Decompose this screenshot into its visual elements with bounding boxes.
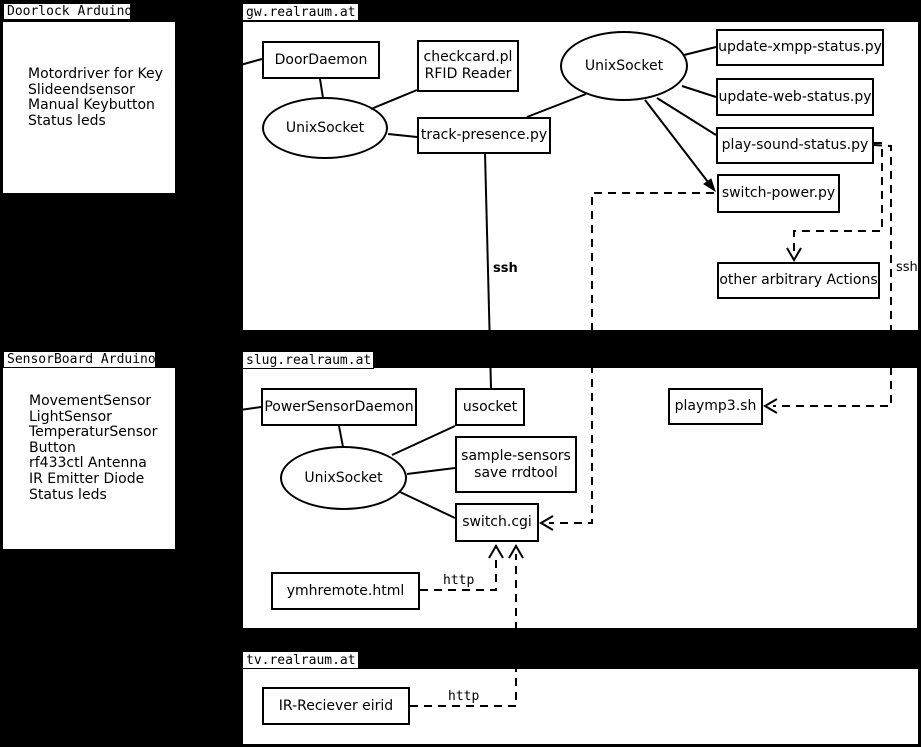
sensorboard-cluster-label: SensorBoard Arduino (3, 351, 156, 368)
node-other-actions: other arbitrary Actions (717, 262, 880, 299)
node-ir-reciever: IR-Reciever eirid (262, 687, 410, 725)
node-unixsocket-gw-right: UnixSocket (560, 31, 688, 101)
sensorboard-panel-text: MovementSensor LightSensor TemperaturSen… (29, 393, 158, 503)
panel-line: Button (29, 439, 76, 456)
node-sample-sensors: sample-sensors save rrdtool (455, 436, 577, 493)
node-playmp3: playmp3.sh (668, 388, 763, 425)
edge-label-http-ir: http (448, 689, 480, 704)
node-ymhremote: ymhremote.html (271, 572, 420, 610)
doorlock-panel-text: Motordriver for Key Slideendsensor Manua… (28, 66, 163, 129)
panel-line: rf433ctl Antenna (29, 455, 147, 472)
tv-cluster-label: tv.realraum.at (242, 651, 359, 669)
sensorboard-panel (3, 368, 175, 549)
edge-label-ssh-main: ssh (493, 261, 518, 276)
node-update-xmpp: update-xmpp-status.py (716, 29, 884, 66)
node-power-sensor-daemon: PowerSensorDaemon (261, 388, 417, 426)
panel-line: Manual Keybutton (28, 97, 155, 114)
panel-line: Slideendsensor (28, 81, 135, 98)
node-switch-power: switch-power.py (717, 174, 840, 213)
edge-label-http-ymh: http (443, 573, 475, 588)
node-track-presence: track-presence.py (417, 117, 551, 154)
node-update-web: update-web-status.py (716, 78, 874, 116)
node-checkcard-line2: RFID Reader (424, 66, 512, 82)
node-unixsocket-gw-left: UnixSocket (262, 97, 388, 159)
panel-line: MovementSensor (29, 393, 152, 409)
panel-line: TemperaturSensor (29, 424, 158, 441)
node-usocket: usocket (455, 388, 525, 426)
panel-line: Status leds (28, 112, 106, 129)
gw-cluster-label: gw.realraum.at (242, 3, 359, 21)
node-doordaemon: DoorDaemon (262, 41, 380, 79)
node-unixsocket-slug: UnixSocket (280, 446, 407, 510)
slug-cluster-label: slug.realraum.at (242, 351, 374, 369)
node-checkcard-line1: checkcard.pl (423, 49, 513, 65)
doorlock-panel (3, 22, 175, 193)
panel-line: IR Emitter Diode (29, 470, 145, 487)
doorlock-cluster-label: Doorlock Arduino (3, 3, 132, 20)
panel-line: Status leds (29, 486, 107, 503)
node-switch-cgi: switch.cgi (455, 503, 539, 542)
node-checkcard: checkcard.pl RFID Reader (417, 40, 519, 92)
node-play-sound: play-sound-status.py (716, 127, 874, 164)
panel-line: LightSensor (29, 408, 112, 425)
edge-label-ssh-right: ssh (896, 260, 918, 275)
node-sample-sensors-line2: save rrdtool (474, 464, 558, 481)
node-sample-sensors-line1: sample-sensors (461, 447, 571, 464)
panel-line: Motordriver for Key (28, 66, 163, 82)
